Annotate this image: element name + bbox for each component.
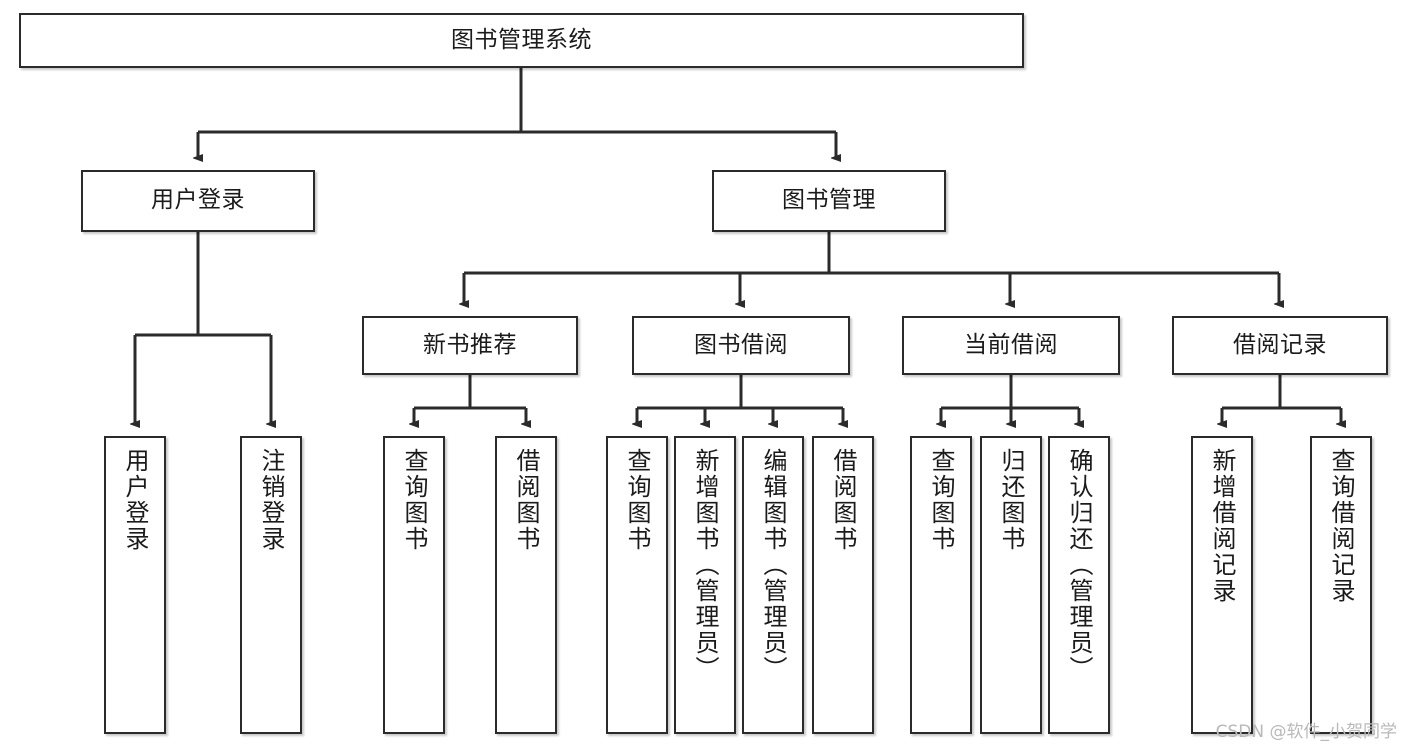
node-book-borrow[interactable]: 图书借阅 — [632, 316, 850, 375]
node-label: 用户登录 — [151, 187, 245, 214]
leaf-logout-login[interactable]: 注销登录 — [240, 436, 302, 734]
leaf-add-borrow-record[interactable]: 新增借阅记录 — [1191, 436, 1253, 734]
watermark-text: CSDN @软件_小贺同学 — [1215, 722, 1397, 742]
node-label: 用户登录 — [121, 448, 149, 552]
node-label: 当前借阅 — [964, 331, 1058, 358]
node-label: 借阅图书 — [829, 448, 857, 552]
node-label: 归还图书 — [997, 448, 1025, 552]
leaf-query-book-current[interactable]: 查询图书 — [910, 436, 972, 734]
node-label: 编辑图书（管理员） — [759, 448, 787, 682]
node-label: 注销登录 — [257, 448, 285, 552]
leaf-query-book-borrow[interactable]: 查询图书 — [606, 436, 668, 734]
leaf-add-book-admin[interactable]: 新增图书（管理员） — [674, 436, 736, 734]
leaf-confirm-return-admin[interactable]: 确认归还（管理员） — [1048, 436, 1110, 734]
node-label: 查询图书 — [927, 448, 955, 552]
leaf-edit-book-admin[interactable]: 编辑图书（管理员） — [742, 436, 804, 734]
node-book-management[interactable]: 图书管理 — [712, 170, 946, 232]
leaf-query-borrow-record[interactable]: 查询借阅记录 — [1310, 436, 1372, 734]
node-borrow-record[interactable]: 借阅记录 — [1172, 316, 1388, 375]
node-label: 查询借阅记录 — [1327, 448, 1355, 604]
leaf-query-book-recommend[interactable]: 查询图书 — [383, 436, 445, 734]
node-current-borrow[interactable]: 当前借阅 — [902, 316, 1120, 375]
node-label: 图书管理系统 — [451, 26, 592, 53]
node-label: 确认归还（管理员） — [1065, 448, 1093, 682]
node-root-book-management-system[interactable]: 图书管理系统 — [19, 13, 1024, 68]
node-label: 新增借阅记录 — [1208, 448, 1236, 604]
node-new-book-recommend[interactable]: 新书推荐 — [362, 316, 578, 375]
leaf-return-book[interactable]: 归还图书 — [980, 436, 1042, 734]
node-label: 查询图书 — [623, 448, 651, 552]
node-label: 新书推荐 — [423, 331, 517, 358]
leaf-borrow-book-recommend[interactable]: 借阅图书 — [495, 436, 557, 734]
node-label: 新增图书（管理员） — [691, 448, 719, 682]
node-label: 图书管理 — [782, 187, 876, 214]
node-label: 查询图书 — [400, 448, 428, 552]
node-label: 借阅图书 — [512, 448, 540, 552]
leaf-user-login[interactable]: 用户登录 — [104, 436, 166, 734]
node-user-login[interactable]: 用户登录 — [81, 170, 315, 232]
leaf-borrow-book[interactable]: 借阅图书 — [812, 436, 874, 734]
node-label: 借阅记录 — [1233, 331, 1327, 358]
node-label: 图书借阅 — [694, 331, 788, 358]
